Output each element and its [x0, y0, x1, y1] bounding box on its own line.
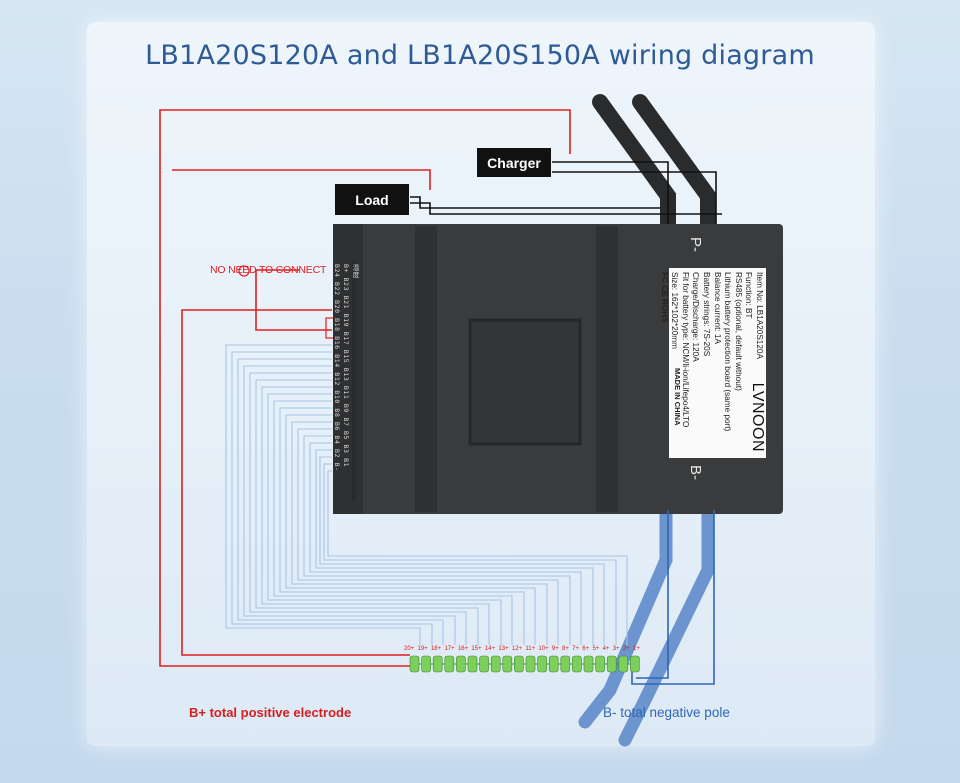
- made-in-label: MADE IN CHINA: [672, 368, 682, 426]
- main-cables-top: [592, 94, 716, 248]
- battery-cell: [560, 655, 571, 673]
- spec-line: Size: 162*102*20mm: [670, 272, 680, 349]
- battery-cell: [432, 655, 443, 673]
- battery-cell: [456, 655, 466, 673]
- spec-line: Balance current: 1A: [712, 272, 722, 344]
- battery-cell: [606, 655, 617, 673]
- cell-number: 6+: [582, 646, 590, 652]
- battery-cell: [583, 655, 594, 673]
- legend-positive: B+ total positive electrode: [189, 705, 352, 720]
- cell-number: 7+: [572, 646, 579, 652]
- cell-number: 11+: [525, 646, 536, 652]
- battery-cell: [479, 655, 489, 673]
- pin-row-2: B24 B22 B20 B18 B16 B14 B12 B10 B8 B6 B4…: [333, 264, 341, 472]
- positive-wires: [159, 109, 571, 667]
- cell-number: 17+: [444, 646, 455, 652]
- battery-cell: [630, 655, 640, 673]
- battery-cell: [467, 655, 478, 673]
- connector-pins: 温度 B+ B23 B21 B19 B17 B15 B13 B11 B9 B7 …: [333, 264, 359, 504]
- output-wires: [410, 161, 722, 230]
- cell-number: 9+: [551, 646, 559, 652]
- cell-number: 19+: [417, 646, 428, 652]
- battery-cell: [595, 655, 605, 673]
- cell-number: 1+: [633, 646, 640, 652]
- cell-number: 13+: [498, 646, 509, 652]
- cell-number: 3+: [612, 646, 620, 652]
- board-spec-label: LVNOON Item No: LB1A20S120A Function: BT…: [660, 268, 766, 458]
- cell-pack: [409, 655, 640, 673]
- cell-number: 8+: [562, 646, 569, 652]
- balance-wires: [225, 344, 628, 645]
- b-minus-terminal: B-: [687, 465, 704, 480]
- cell-number: 18+: [430, 646, 442, 652]
- diagram-title: LB1A20S120A and LB1A20S150A wiring diagr…: [145, 40, 815, 71]
- cell-numbers: 20+19+18+17+16+15+14+13+12+11+10+9+8+7+6…: [404, 646, 640, 652]
- spec-line: Charge/Discharge: 120A: [691, 272, 701, 362]
- battery-cell: [444, 655, 455, 673]
- cell-number: 2+: [622, 646, 630, 652]
- battery-cell: [421, 655, 431, 673]
- cell-number: 12+: [511, 646, 523, 652]
- cell-number: 16+: [457, 646, 469, 652]
- battery-cell: [572, 655, 582, 673]
- ntc-note: NO NEED TO CONNECT: [210, 264, 327, 276]
- spec-line: Fit for battery type: NCM/li-ion/Lifepo4…: [680, 272, 690, 428]
- spec-line: Lithium battery protection board (same p…: [723, 272, 733, 432]
- charger-box: Charger: [477, 148, 551, 177]
- cell-number: 20+: [404, 646, 415, 652]
- battery-cell: [514, 655, 524, 673]
- load-box: Load: [335, 184, 409, 215]
- pin-header: 温度: [351, 264, 359, 279]
- cell-number: 14+: [484, 646, 496, 652]
- battery-cell: [490, 655, 501, 673]
- cell-number: 10+: [538, 646, 549, 652]
- spec-line: FC CE ROHS: [659, 272, 669, 323]
- cell-number: 5+: [592, 646, 600, 652]
- negative-wires: [631, 510, 715, 685]
- brand-logo: LVNOON: [749, 382, 766, 452]
- battery-cell: [502, 655, 513, 673]
- battery-cell: [409, 655, 420, 673]
- pin-row-1: B+ B23 B21 B19 B17 B15 B13 B11 B9 B7 B5 …: [342, 264, 350, 468]
- battery-cell: [537, 655, 547, 673]
- cell-number: 4+: [602, 646, 610, 652]
- p-minus-terminal: P-: [687, 237, 704, 252]
- main-cables-bottom: [578, 498, 715, 747]
- battery-cell: [525, 655, 536, 673]
- battery-cell: [548, 655, 559, 673]
- battery-cell: [618, 655, 629, 673]
- cell-number: 15+: [471, 646, 482, 652]
- spec-line: RS485 (optional, default without): [733, 272, 743, 391]
- ntc-marker: [238, 265, 250, 277]
- legend-negative: B- total negative pole: [603, 705, 730, 720]
- spec-line: Battery strings: 7S-20S: [702, 272, 712, 357]
